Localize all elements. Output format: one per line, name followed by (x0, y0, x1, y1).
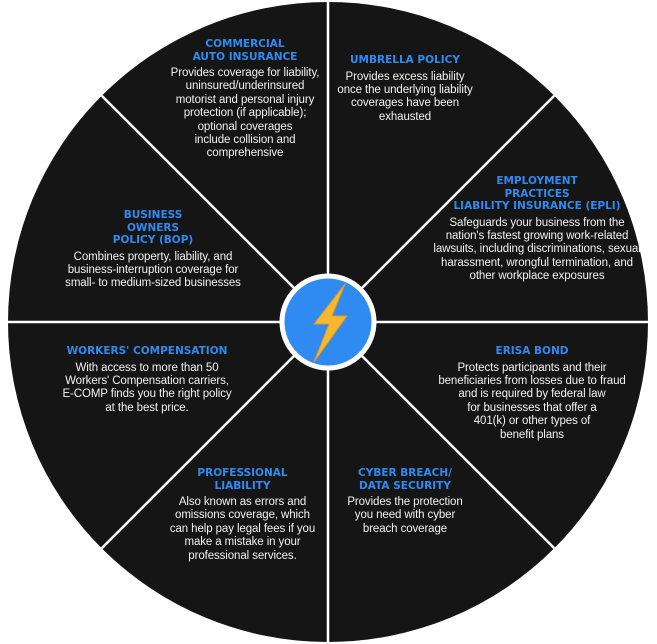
segment-description: Protects participants and their benefici… (438, 361, 626, 441)
slice-erisa (328, 322, 648, 549)
segment-workers-compensation: WORKERS' COMPENSATION With access to mor… (42, 345, 252, 415)
divider-line (100, 94, 329, 323)
segment-description: Provides the protection you need with cy… (347, 496, 463, 535)
segment-professional-liability: PROFESSIONAL LIABILITY Also known as err… (155, 467, 330, 563)
segment-umbrella-policy: UMBRELLA POLICY Provides excess liabilit… (335, 54, 475, 124)
slice-workers-comp (8, 322, 328, 549)
segment-title: COMMERCIAL AUTO INSURANCE (192, 38, 298, 63)
segment-title: BUSINESS OWNERS POLICY (BOP) (112, 209, 194, 246)
divider-line (100, 321, 329, 550)
segment-description: Safeguards your business from the nation… (433, 216, 641, 283)
segment-title: UMBRELLA POLICY (350, 54, 460, 66)
segment-title: CYBER BREACH/ DATA SECURITY (358, 467, 452, 492)
slice-bop (8, 95, 328, 322)
slice-umbrella (328, 2, 555, 322)
segment-description: With access to more than 50 Workers' Com… (62, 361, 232, 414)
segment-title: PROFESSIONAL LIABILITY (197, 467, 288, 492)
segment-epli: EMPLOYMENT PRACTICES LIABILITY INSURANCE… (432, 175, 642, 284)
segment-description: Provides coverage for liability, uninsur… (170, 67, 320, 160)
wheel-dividers (8, 2, 648, 642)
segment-description: Provides excess liability once the under… (337, 70, 473, 123)
segment-title: WORKERS' COMPENSATION (66, 345, 228, 357)
slice-cyber (328, 322, 555, 642)
slice-commercial-auto (101, 2, 328, 322)
slice-epli (328, 95, 648, 322)
segment-description: Also known as errors and omissions cover… (169, 496, 316, 562)
divider-line (327, 321, 556, 550)
hub (279, 273, 377, 371)
segment-commercial-auto: COMMERCIAL AUTO INSURANCE Provides cover… (160, 38, 330, 161)
segment-bop: BUSINESS OWNERS POLICY (BOP) Combines pr… (48, 209, 258, 291)
segment-description: Combines property, liability, and busine… (65, 250, 241, 290)
slice-professional (101, 322, 328, 642)
lightning-bolt-icon (313, 283, 348, 363)
segment-title: ERISA BOND (495, 345, 569, 357)
wheel-slices (8, 2, 648, 642)
divider-line (327, 94, 556, 323)
segment-erisa-bond: ERISA BOND Protects participants and the… (432, 345, 632, 442)
segment-cyber-breach: CYBER BREACH/ DATA SECURITY Provides the… (340, 467, 470, 536)
segment-title: EMPLOYMENT PRACTICES LIABILITY INSURANCE… (453, 175, 621, 212)
